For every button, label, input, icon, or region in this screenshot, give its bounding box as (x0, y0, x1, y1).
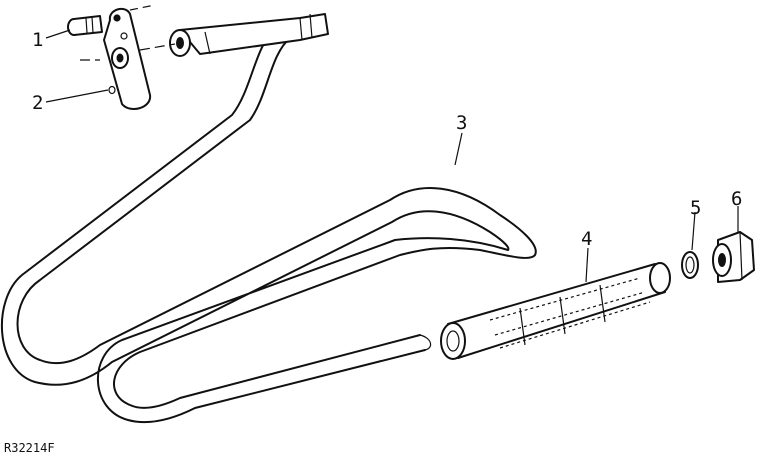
callout-4: 4 (581, 228, 592, 250)
nut (712, 231, 755, 283)
callout-6: 6 (731, 188, 742, 210)
bent-tube (0, 29, 537, 424)
callout-3: 3 (456, 112, 467, 134)
callout-1: 1 (32, 29, 43, 51)
callout-5: 5 (690, 197, 701, 219)
upper-tube-fitting (169, 13, 329, 57)
callout-2: 2 (32, 92, 43, 114)
leader-lines (45, 29, 739, 283)
hose (440, 262, 671, 360)
mounting-plate (80, 4, 176, 110)
screw (67, 15, 103, 36)
o-ring (681, 251, 699, 279)
figure-reference-code: R32214F (4, 441, 55, 455)
